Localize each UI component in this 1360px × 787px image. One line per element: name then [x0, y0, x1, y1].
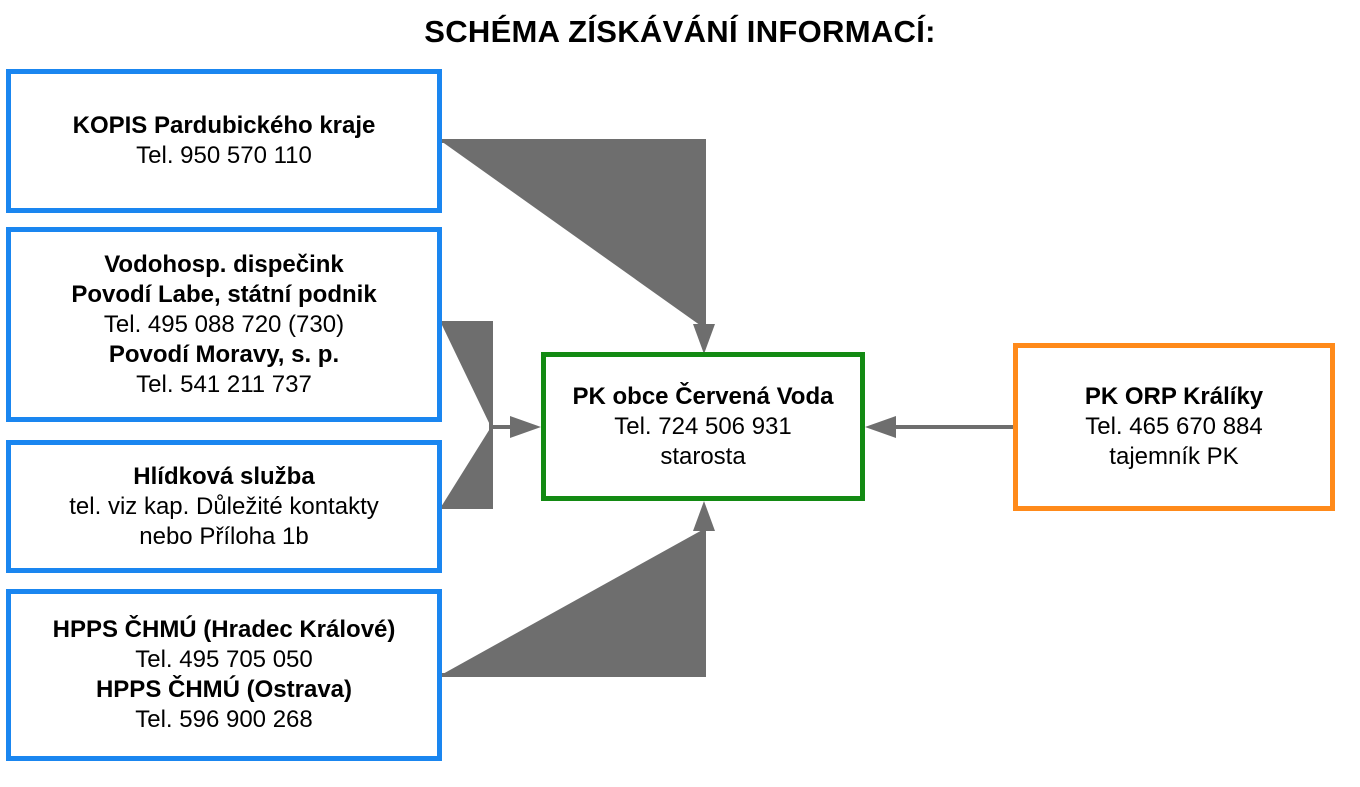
pk-obce-role: starosta	[660, 442, 746, 470]
connector-hpps	[441, 529, 706, 677]
pk-orp-phone: Tel. 465 670 884	[1085, 413, 1263, 440]
connector-hlidkova	[441, 427, 493, 509]
arrow-right-icon	[865, 416, 896, 438]
hpps-hk-name: HPPS ČHMÚ (Hradec Králové)	[52, 616, 396, 643]
hlidkova-box: Hlídková služba tel. viz kap. Důležité k…	[6, 440, 442, 573]
hpps-box: HPPS ČHMÚ (Hradec Králové) Tel. 495 705 …	[6, 589, 442, 761]
hlidkova-name: Hlídková služba	[133, 462, 315, 490]
povodi-moravy-name: Povodí Moravy, s. p.	[108, 340, 340, 368]
hlidkova-line2: tel. viz kap. Důležité kontakty	[69, 492, 379, 520]
pk-obce-name: PK obce Červená Voda	[572, 382, 834, 410]
pk-orp-name: PK ORP Králíky	[1084, 383, 1264, 410]
arrow-bottom-icon	[693, 501, 715, 531]
kopis-box: KOPIS Pardubického kraje Tel. 950 570 11…	[6, 69, 442, 213]
hpps-ostrava-name: HPPS ČHMÚ (Ostrava)	[95, 676, 353, 703]
hlidkova-line3: nebo Příloha 1b	[139, 522, 309, 550]
arrow-top-icon	[693, 324, 715, 354]
pk-obce-phone: Tel. 724 506 931	[614, 412, 792, 440]
povodi-labe-name: Povodí Labe, státní podnik	[71, 280, 377, 308]
kopis-name: KOPIS Pardubického kraje	[72, 112, 376, 139]
kopis-phone: Tel. 950 570 110	[136, 142, 312, 169]
pk-obce-box: PK obce Červená Voda Tel. 724 506 931 st…	[541, 352, 865, 501]
pk-orp-box: PK ORP Králíky Tel. 465 670 884 tajemník…	[1013, 343, 1335, 511]
hpps-hk-phone: Tel. 495 705 050	[135, 646, 313, 673]
arrow-left-icon	[510, 416, 541, 438]
povodi-moravy-phone: Tel. 541 211 737	[136, 370, 312, 398]
hpps-ostrava-phone: Tel. 596 900 268	[135, 706, 313, 733]
vodohosp-name: Vodohosp. dispečink	[104, 250, 344, 278]
vodohosp-box: Vodohosp. dispečink Povodí Labe, státní …	[6, 227, 442, 422]
diagram-title: SCHÉMA ZÍSKÁVÁNÍ INFORMACÍ:	[424, 14, 936, 49]
pk-orp-role: tajemník PK	[1109, 443, 1239, 470]
povodi-labe-phone: Tel. 495 088 720 (730)	[103, 310, 345, 338]
connector-vodohosp	[441, 321, 493, 427]
connector-kopis	[441, 139, 706, 328]
